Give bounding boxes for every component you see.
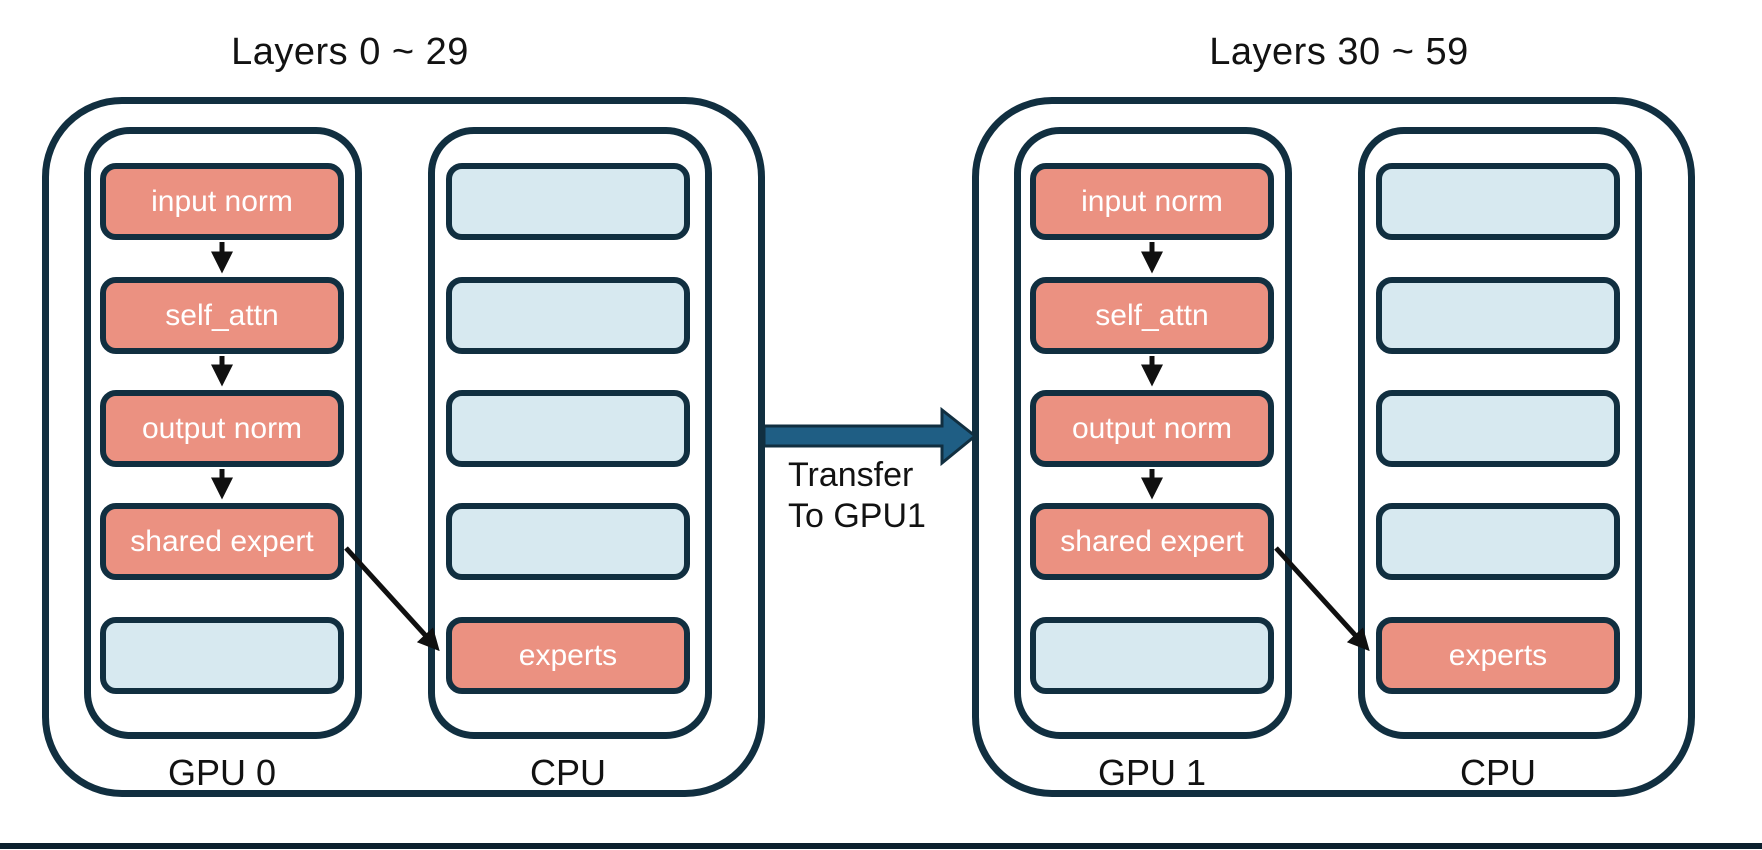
box-empty-cpu-left-3	[446, 390, 690, 467]
box-output-norm-gpu1: output norm	[1030, 390, 1274, 467]
box-empty-cpu-left-1	[446, 163, 690, 240]
label-gpu0: GPU 0	[167, 752, 277, 793]
label-gpu1: GPU 1	[1097, 752, 1207, 793]
label-cpu-right: CPU	[1459, 752, 1536, 793]
offload-arrow-sharedexpert-to-experts-left	[344, 546, 440, 652]
node-group-left: input norm self_attn output norm shared …	[42, 97, 765, 797]
box-empty-cpu-left-2	[446, 277, 690, 354]
box-shared-expert-gpu0: shared expert	[100, 503, 344, 580]
offload-arrow-sharedexpert-to-experts-right	[1274, 546, 1370, 652]
box-empty-cpu-right-2	[1376, 277, 1620, 354]
box-empty-cpu-right-4	[1376, 503, 1620, 580]
box-self-attn-gpu1: self_attn	[1030, 277, 1274, 354]
transfer-arrow-gpu0-to-gpu1	[762, 406, 978, 467]
box-empty-gpu0	[100, 617, 344, 694]
bottom-border-bar	[0, 843, 1762, 849]
box-input-norm-gpu1: input norm	[1030, 163, 1274, 240]
box-empty-cpu-left-4	[446, 503, 690, 580]
group-title-layers-0-29: Layers 0 ~ 29	[231, 31, 469, 73]
box-self-attn-gpu0: self_attn	[100, 277, 344, 354]
box-input-norm-gpu0: input norm	[100, 163, 344, 240]
box-empty-gpu1	[1030, 617, 1274, 694]
box-experts-cpu-right: experts	[1376, 617, 1620, 694]
node-group-right: input norm self_attn output norm shared …	[972, 97, 1695, 797]
transfer-arrow-label: Transfer To GPU1	[788, 456, 926, 535]
box-shared-expert-gpu1: shared expert	[1030, 503, 1274, 580]
box-output-norm-gpu0: output norm	[100, 390, 344, 467]
box-experts-cpu-left: experts	[446, 617, 690, 694]
box-empty-cpu-right-1	[1376, 163, 1620, 240]
box-empty-cpu-right-3	[1376, 390, 1620, 467]
group-title-layers-30-59: Layers 30 ~ 59	[1209, 31, 1469, 73]
label-cpu-left: CPU	[529, 752, 606, 793]
